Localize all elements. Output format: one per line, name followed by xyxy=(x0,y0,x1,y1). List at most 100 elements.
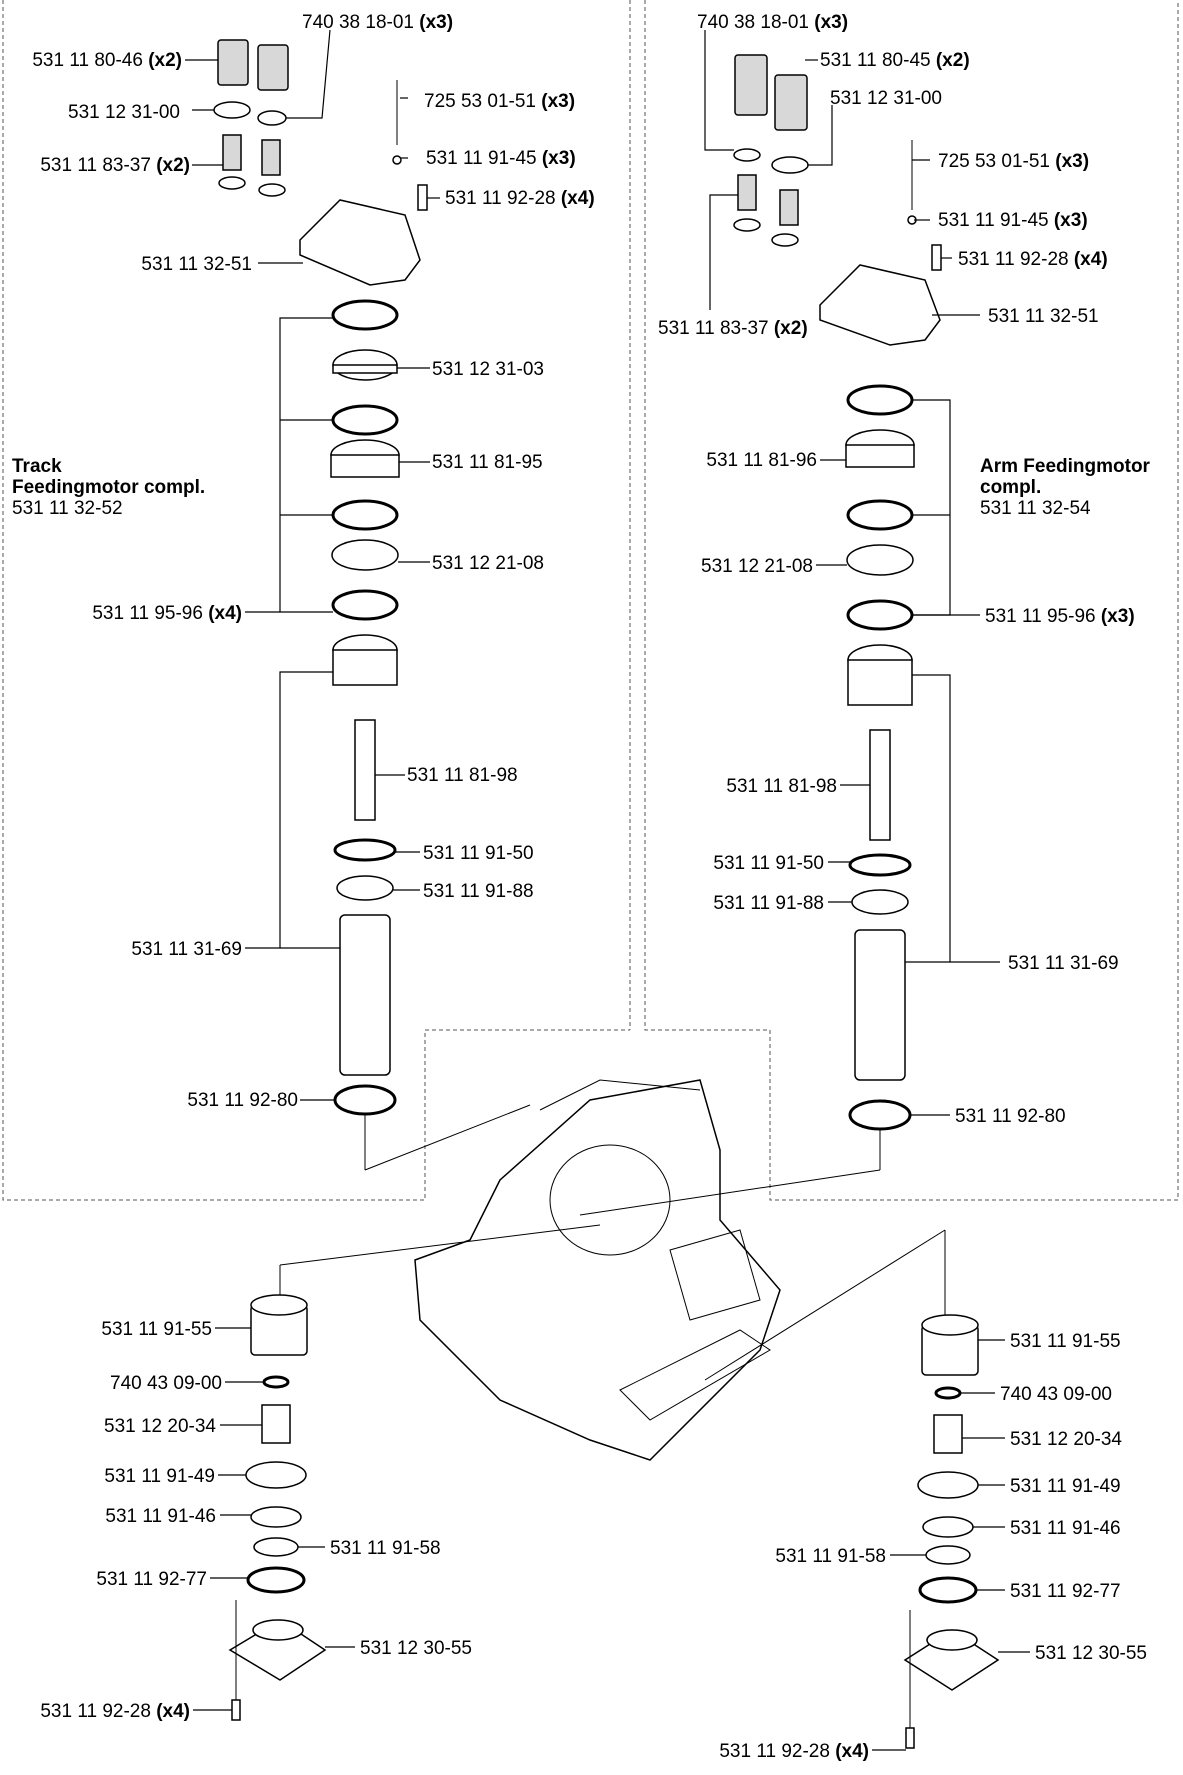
track-assembly-title: Track Feedingmotor compl. 531 11 32-52 xyxy=(12,456,205,519)
label-R3: 531 12 31-00 xyxy=(830,88,942,109)
track-fitting-2 xyxy=(257,44,289,91)
leader-lines xyxy=(185,29,1030,1751)
label-L16: 531 11 31-69 xyxy=(131,939,242,960)
label-L7: 531 11 92-28 (x4) xyxy=(445,188,595,209)
label-BR2: 740 43 09-00 xyxy=(1000,1384,1112,1405)
label-BL8: 531 12 30-55 xyxy=(360,1638,472,1659)
arm-fitting-1 xyxy=(734,54,768,116)
label-R13: 531 11 91-50 xyxy=(713,853,824,874)
track-small-washer xyxy=(392,155,402,165)
label-R9: 531 11 81-96 xyxy=(706,450,817,471)
label-R11: 531 11 95-96 (x3) xyxy=(985,606,1135,627)
label-BL7: 531 11 92-77 xyxy=(96,1569,207,1590)
label-L1: 531 11 80-46 (x2) xyxy=(32,50,182,71)
track-nipple-2 xyxy=(261,139,281,176)
label-BR7: 531 11 92-77 xyxy=(1010,1581,1121,1602)
bottom-right-parts xyxy=(903,1314,1000,1749)
arm-distributor xyxy=(846,544,914,576)
arm-thrust-washer xyxy=(851,889,909,915)
label-R2: 531 11 80-45 (x2) xyxy=(820,50,970,71)
label-R5: 531 11 91-45 (x3) xyxy=(938,210,1088,231)
label-BL1: 531 11 91-55 xyxy=(101,1319,212,1340)
track-number: 531 11 32-52 xyxy=(12,498,123,519)
br-screw xyxy=(905,1727,915,1749)
track-o-ring-1 xyxy=(331,299,399,331)
bl-circlip xyxy=(262,1375,290,1389)
arm-number: 531 11 32-54 xyxy=(980,498,1091,519)
track-washer-1 xyxy=(213,101,251,119)
label-BR4: 531 11 91-49 xyxy=(1010,1476,1121,1497)
bl-o-ring xyxy=(246,1566,306,1594)
track-seal-1 xyxy=(257,110,287,126)
housing-port xyxy=(669,1229,761,1321)
arm-title-line-1: Arm Feedingmotor xyxy=(980,456,1151,477)
arm-nipple-1 xyxy=(737,174,757,211)
arm-title-line-2: compl. xyxy=(980,477,1041,498)
br-o-ring xyxy=(918,1576,978,1604)
label-R15: 531 11 31-69 xyxy=(1008,953,1119,974)
track-valve-block xyxy=(299,199,421,286)
assembly-boundaries xyxy=(2,0,1179,1201)
arm-drive-shaft xyxy=(869,729,891,841)
track-o-ring-4 xyxy=(331,589,399,621)
arm-seal-3 xyxy=(771,233,799,247)
label-L6: 531 11 91-45 (x3) xyxy=(426,148,576,169)
br-shim xyxy=(925,1545,971,1565)
label-BL2: 740 43 09-00 xyxy=(110,1373,222,1394)
housing-body xyxy=(414,1079,781,1461)
label-L2: 740 38 18-01 (x3) xyxy=(302,12,453,33)
track-drive-shaft xyxy=(354,719,376,821)
label-L9: 531 12 31-03 xyxy=(432,359,544,380)
track-o-ring-2 xyxy=(331,404,399,436)
arm-seal-2 xyxy=(733,218,761,232)
track-distributor xyxy=(331,539,399,571)
track-output-shaft xyxy=(339,914,391,1076)
arm-output-shaft xyxy=(854,929,906,1081)
central-housing xyxy=(279,1079,946,1461)
label-R14: 531 11 91-88 xyxy=(713,893,824,914)
label-BR6: 531 11 91-58 xyxy=(775,1546,886,1567)
bl-spring-washer xyxy=(245,1461,307,1489)
label-L10: 531 11 81-95 xyxy=(432,452,543,473)
label-BL4: 531 11 91-49 xyxy=(104,1466,215,1487)
label-L13: 531 11 81-98 xyxy=(407,765,518,786)
label-BL6: 531 11 91-58 xyxy=(330,1538,441,1559)
label-BR9: 531 11 92-28 (x4) xyxy=(719,1741,869,1762)
track-bolt xyxy=(417,184,428,211)
track-motor-parts xyxy=(213,39,428,1170)
label-L5: 531 11 83-37 (x2) xyxy=(40,155,190,176)
label-BL9: 531 11 92-28 (x4) xyxy=(40,1701,190,1722)
housing-recess xyxy=(619,1329,771,1421)
label-L3: 531 12 31-00 xyxy=(68,102,180,123)
br-spring-washer xyxy=(917,1471,979,1499)
bl-shim xyxy=(253,1537,299,1557)
label-L11: 531 12 21-08 xyxy=(432,553,544,574)
bl-shaft-seal xyxy=(261,1404,291,1444)
arm-valve-block xyxy=(819,264,941,346)
track-title-line-2: Feedingmotor compl. xyxy=(12,477,205,498)
track-fitting-1 xyxy=(217,39,249,86)
arm-o-ring-3 xyxy=(846,599,914,631)
br-circlip xyxy=(934,1386,962,1400)
track-thrust-washer xyxy=(336,875,394,901)
label-L15: 531 11 91-88 xyxy=(423,881,534,902)
label-R4: 725 53 01-51 (x3) xyxy=(938,151,1089,172)
arm-washer-1 xyxy=(771,156,809,174)
label-L17: 531 11 92-80 xyxy=(187,1090,298,1111)
track-seal-3 xyxy=(258,183,286,197)
label-R8: 531 11 32-51 xyxy=(988,306,1099,327)
label-R6: 531 11 92-28 (x4) xyxy=(958,249,1108,270)
arm-nipple-2 xyxy=(779,189,799,226)
track-seal-2 xyxy=(218,176,246,190)
br-washer xyxy=(922,1516,974,1538)
arm-bottom-o-ring xyxy=(848,1099,912,1131)
bl-screw xyxy=(231,1699,241,1721)
track-bearing xyxy=(333,838,397,862)
label-BR8: 531 12 30-55 xyxy=(1035,1643,1147,1664)
label-BL3: 531 12 20-34 xyxy=(104,1416,216,1437)
label-R1: 740 38 18-01 (x3) xyxy=(697,12,848,33)
track-title-line-1: Track xyxy=(12,456,62,477)
label-BR3: 531 12 20-34 xyxy=(1010,1429,1122,1450)
label-L8: 531 11 32-51 xyxy=(141,254,252,275)
